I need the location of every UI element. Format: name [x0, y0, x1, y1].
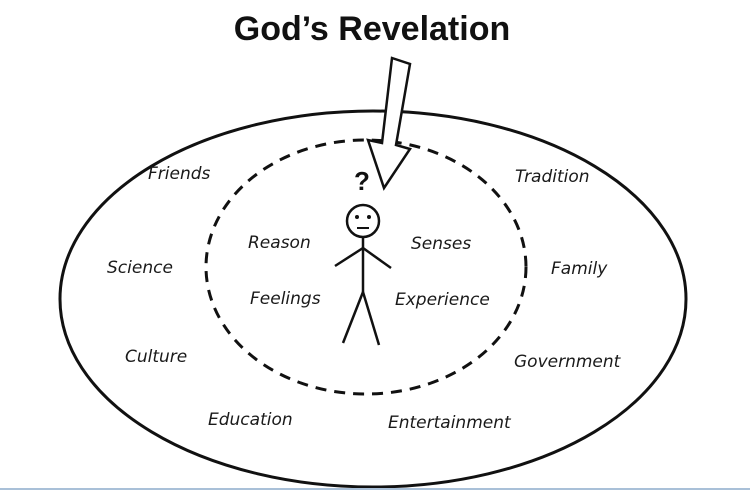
stick-figure-left-leg: [341, 291, 365, 344]
question-mark: ?: [354, 166, 370, 196]
label-culture: Culture: [125, 347, 187, 367]
inner-dashed-ellipse: [204, 138, 528, 396]
diagram-title: God’s Revelation: [234, 10, 510, 48]
stick-figure-right-arm: [362, 246, 392, 270]
label-experience: Experience: [395, 290, 490, 310]
label-feelings: Feelings: [250, 289, 321, 309]
stick-figure-head: [345, 203, 381, 239]
stick-figure-right-eye: [367, 215, 371, 219]
revelation-arrow: [366, 56, 412, 191]
label-entertainment: Entertainment: [388, 413, 512, 433]
stick-figure-left-arm: [334, 246, 364, 268]
bottom-border: [0, 488, 750, 490]
label-tradition: Tradition: [515, 167, 590, 187]
label-friends: Friends: [148, 164, 211, 184]
label-senses: Senses: [411, 234, 471, 254]
stick-figure: [334, 203, 392, 346]
stick-figure-right-leg: [361, 291, 381, 346]
stick-figure-left-eye: [355, 215, 359, 219]
label-government: Government: [514, 352, 622, 372]
label-science: Science: [107, 258, 173, 278]
label-education: Education: [208, 410, 293, 430]
label-family: Family: [551, 259, 608, 279]
label-reason: Reason: [248, 233, 311, 253]
outer-ellipse: [58, 109, 688, 489]
